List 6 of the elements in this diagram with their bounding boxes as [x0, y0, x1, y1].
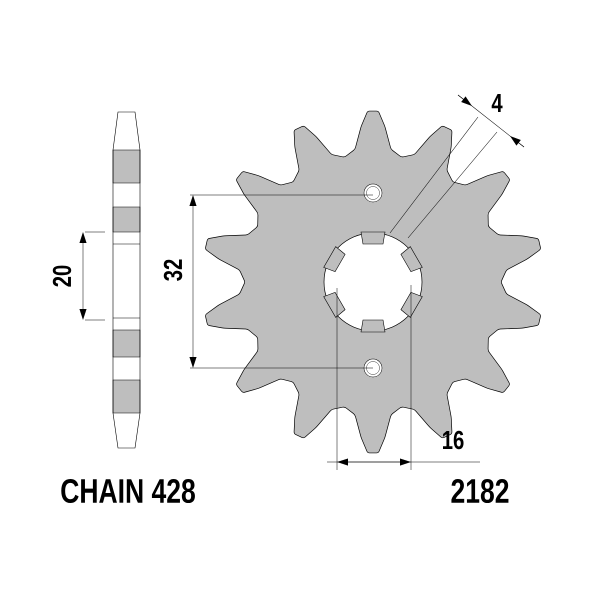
dimension-label: 4 — [492, 94, 503, 112]
dimension-label: 20 — [52, 266, 72, 287]
dimension-label: 16 — [443, 430, 464, 450]
chain-label: CHAIN 428 — [61, 478, 195, 504]
dimension-label: 32 — [164, 260, 182, 281]
part-number: 2182 — [451, 478, 508, 504]
